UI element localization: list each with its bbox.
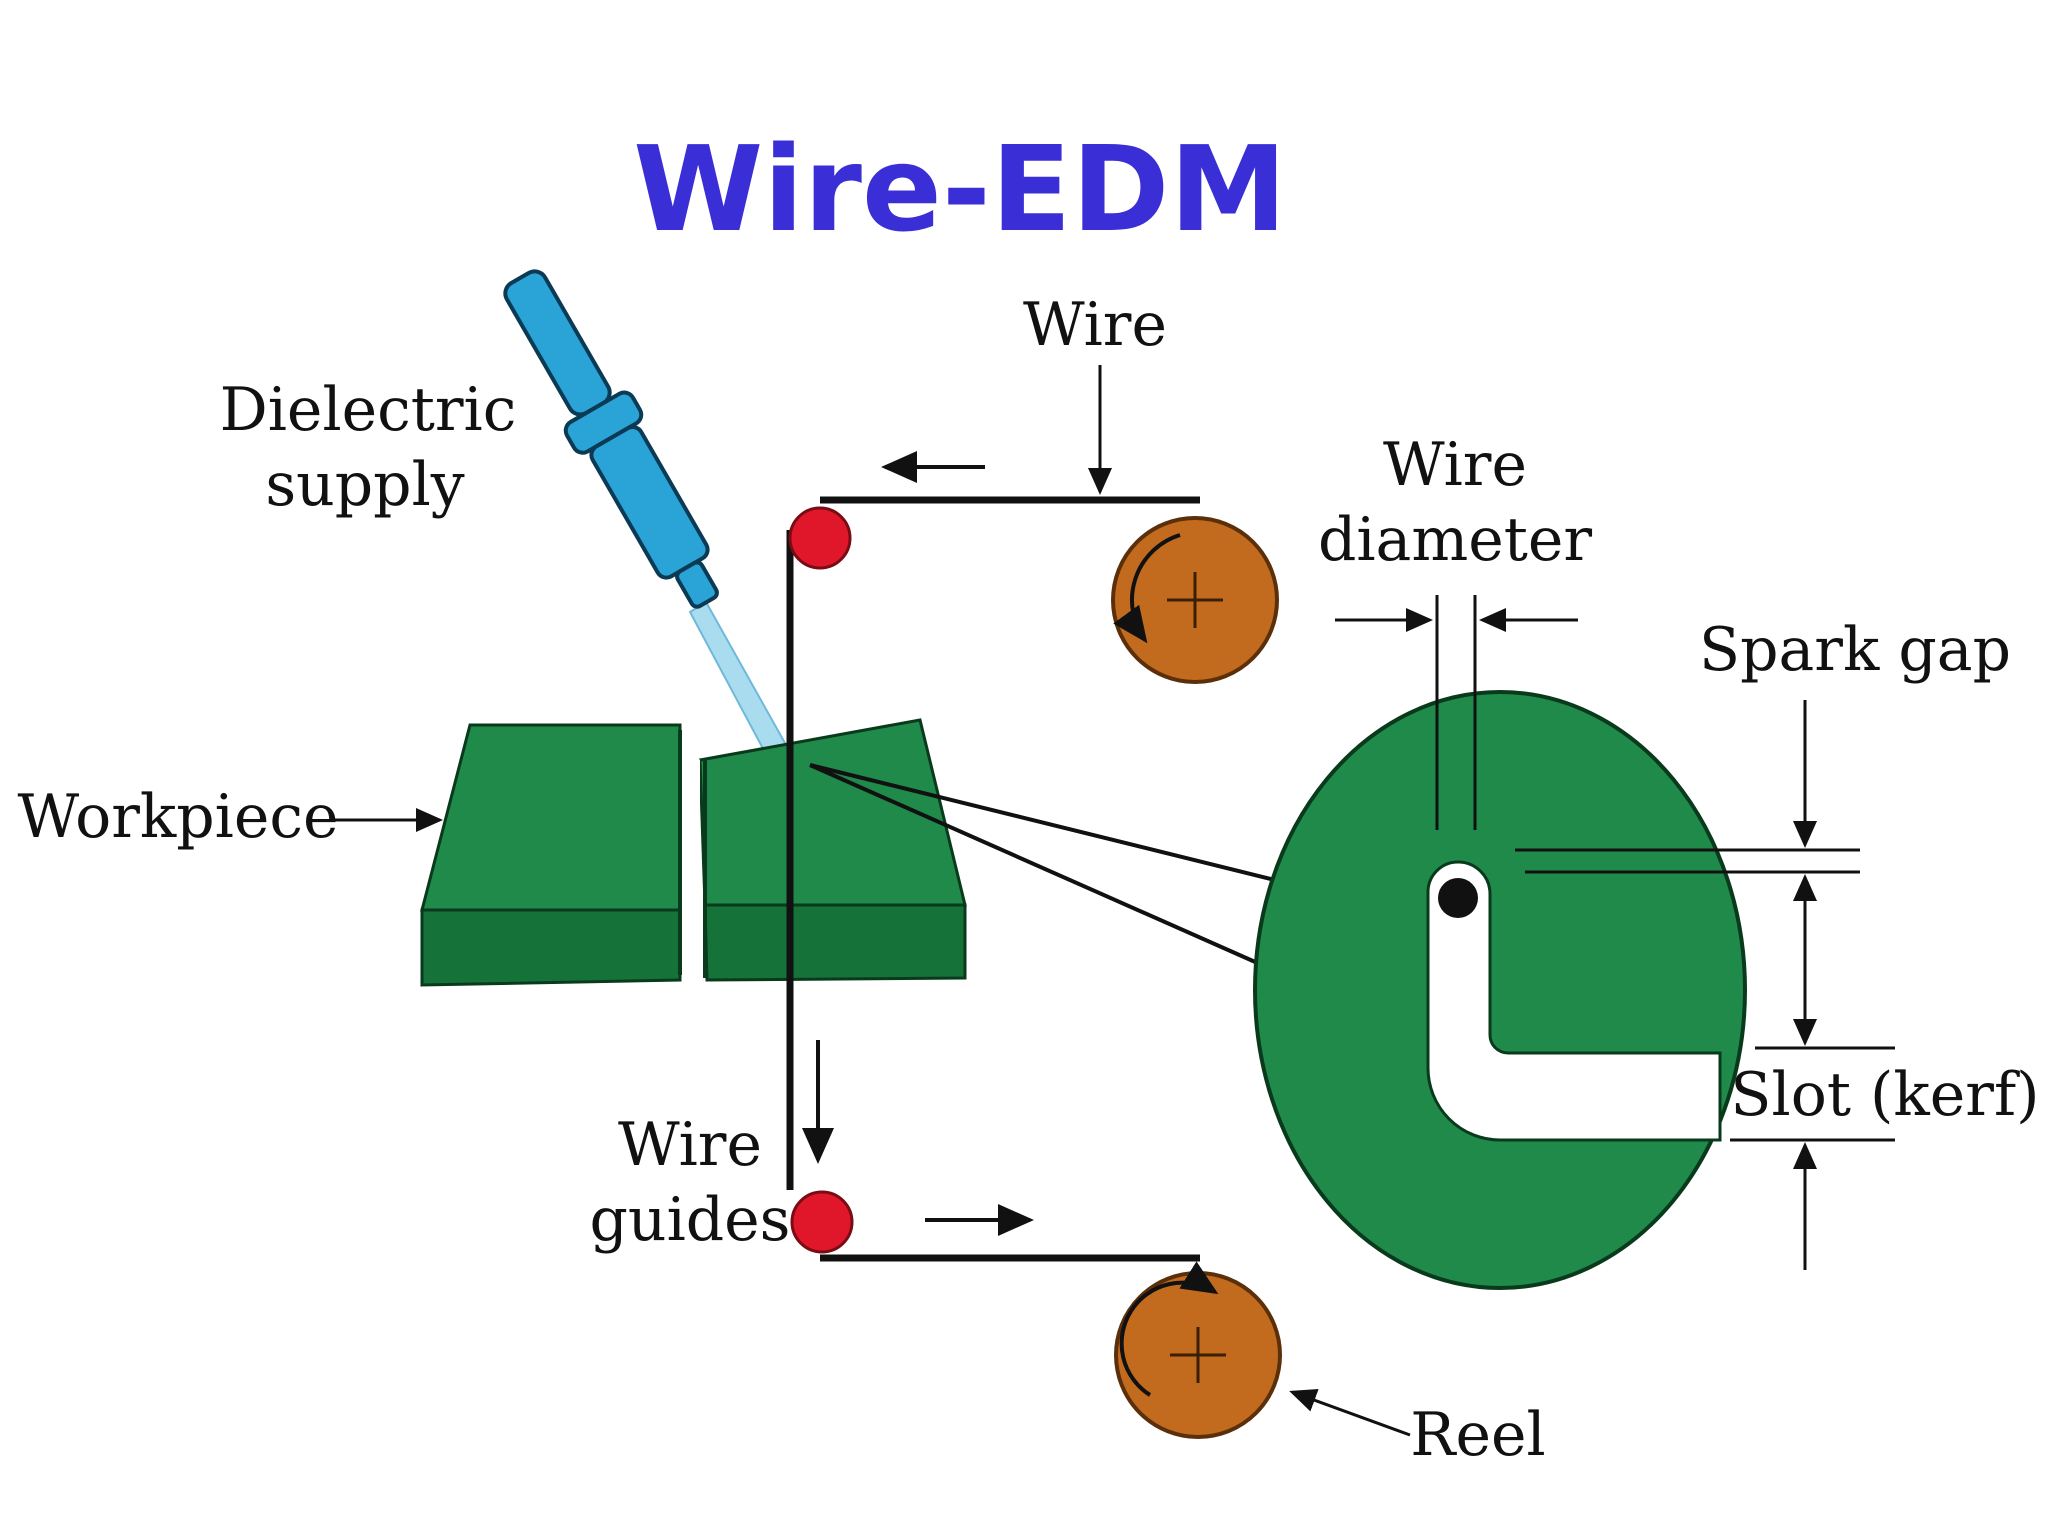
- lower-reel: [1114, 1261, 1282, 1439]
- workpiece-label: Workpiece: [18, 782, 339, 852]
- slot-kerf-dimension: [1730, 990, 1895, 1270]
- wire-guides-label-line2: guides: [590, 1185, 791, 1255]
- upper-reel: [1111, 516, 1279, 684]
- upper-wire: [786, 496, 1200, 745]
- wire-label: Wire: [1023, 290, 1167, 360]
- upper-reel-rotation-icon: [1113, 533, 1181, 644]
- dielectric-jet: [688, 600, 792, 760]
- lower-wire-guide: [790, 1190, 854, 1254]
- wire-guides-label-line1: Wire: [618, 1110, 762, 1180]
- dielectric-label-line2: supply: [265, 450, 464, 520]
- wire-diameter-dimension: [1335, 595, 1578, 830]
- reel-label: Reel: [1410, 1400, 1545, 1470]
- upper-wire-guide: [788, 506, 852, 570]
- reel-pointer-arrow: [1289, 1388, 1411, 1437]
- kerf-slot-shape: [1426, 860, 1722, 1142]
- spark-gap-dimension: [1515, 700, 1860, 1010]
- dielectric-nozzle: [503, 269, 792, 760]
- wire-section-icon: [1438, 878, 1478, 918]
- wire-diameter-label-line2: diameter: [1318, 505, 1592, 575]
- slot-kerf-label: Slot (kerf): [1730, 1060, 2039, 1130]
- dielectric-label-line1: Dielectric: [220, 375, 517, 445]
- lower-reel-hub-icon: [1170, 1327, 1226, 1383]
- upper-reel-hub-icon: [1167, 572, 1223, 628]
- wire-diameter-label-line1: Wire: [1383, 430, 1527, 500]
- workpiece: [420, 718, 967, 987]
- kerf-magnified-view: [1253, 690, 1747, 1290]
- lower-reel-rotation-icon: [1119, 1261, 1219, 1397]
- spark-gap-label: Spark gap: [1699, 615, 2011, 685]
- magnifier-lines: [809, 763, 1276, 967]
- diagram-title: Wire-EDM: [633, 120, 1287, 258]
